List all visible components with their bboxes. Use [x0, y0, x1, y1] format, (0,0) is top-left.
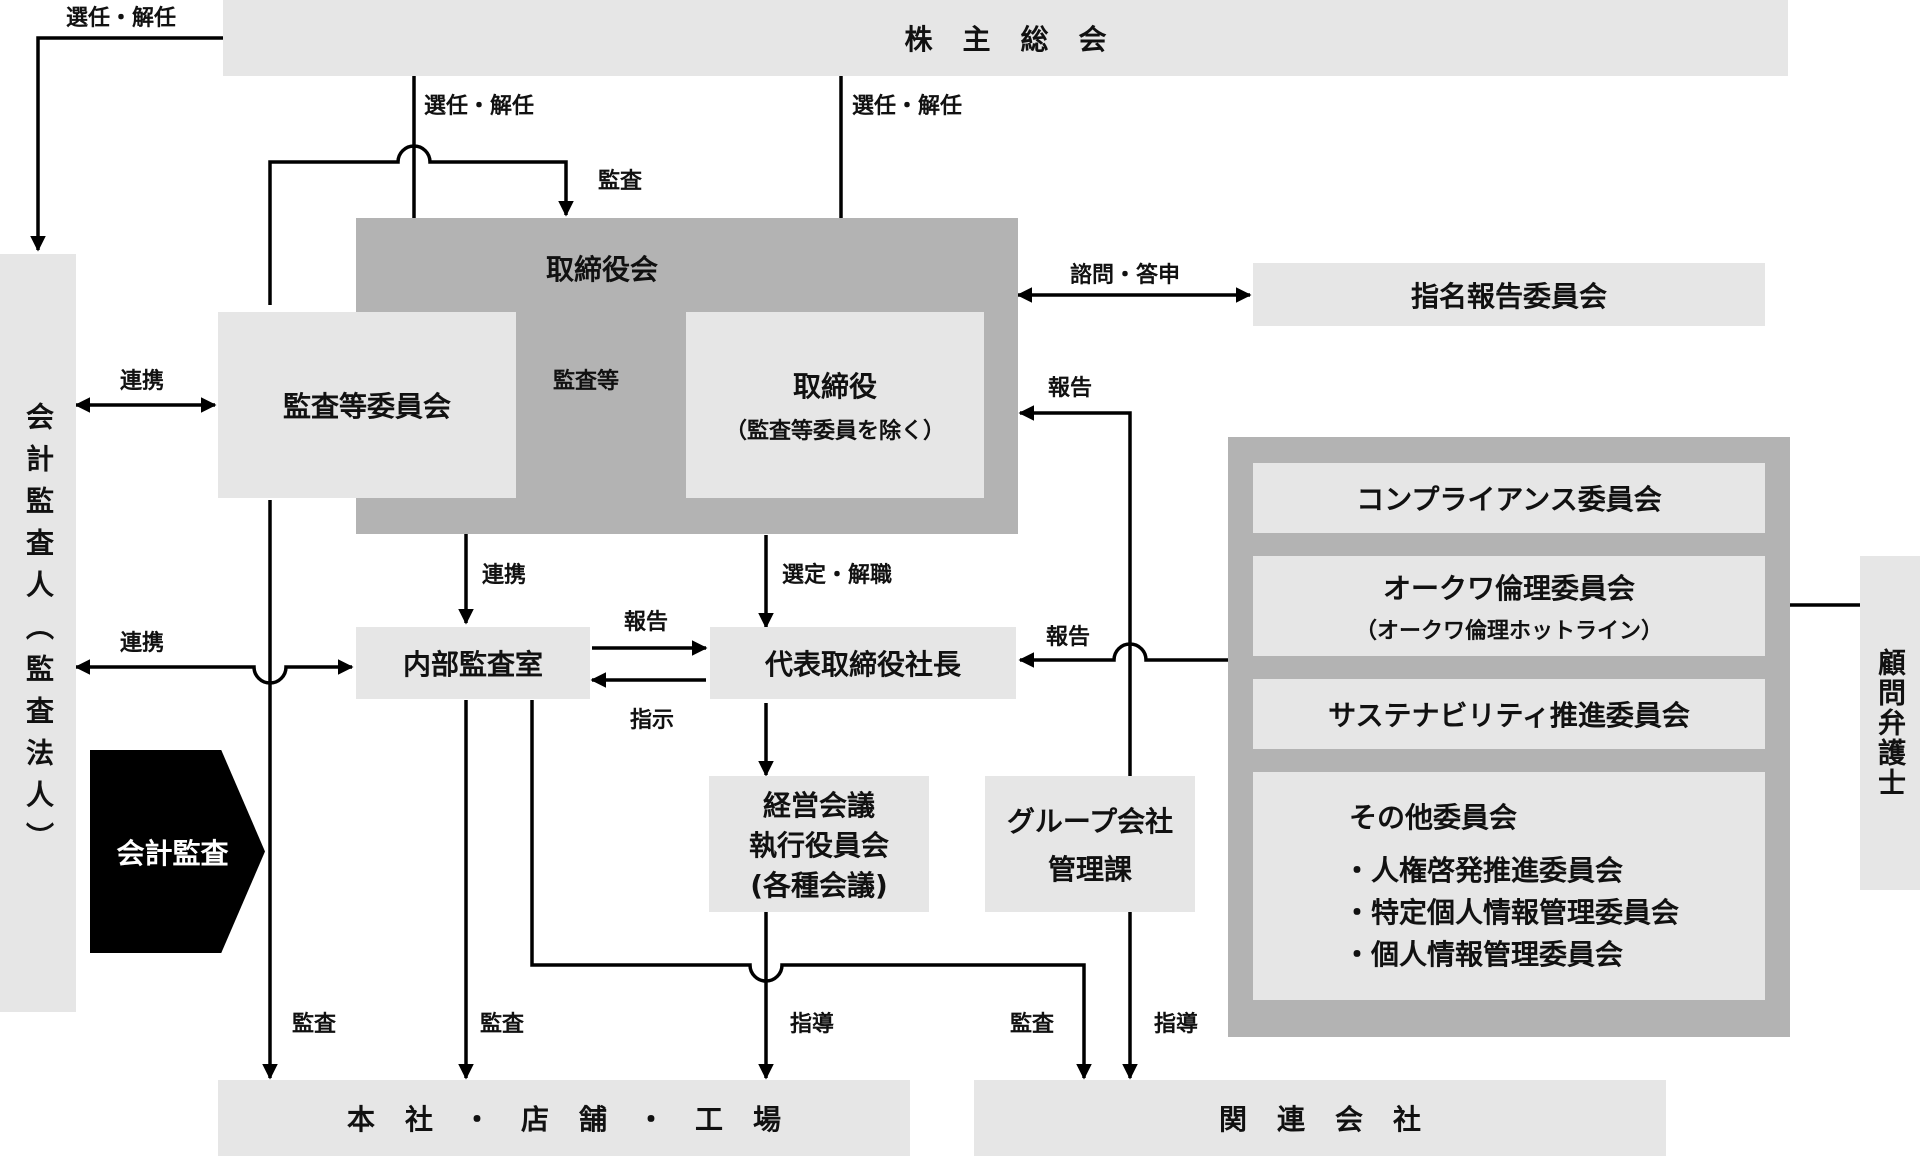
edge-label: 選任・解任	[424, 94, 535, 119]
nomination-committee-label: 指名報告委員会	[1410, 279, 1607, 313]
edge-label: 選任・解任	[66, 6, 177, 31]
edge-label: 諮問・答申	[1070, 263, 1181, 288]
sustainability-committee-label: サステナビリティ推進委員会	[1328, 699, 1690, 732]
group-management-line-2: 管理課	[1047, 853, 1132, 886]
affiliates-label: 関連会社	[1218, 1103, 1451, 1136]
other-committee-item: ・個人情報管理委員会	[1343, 938, 1624, 971]
edge-label: 指示	[630, 708, 675, 733]
edge-label: 監査	[292, 1012, 337, 1037]
internal-audit-box: 内部監査室	[356, 627, 590, 699]
accounting-audit-label: 会計監査	[116, 836, 229, 870]
internal-audit-label: 内部監査室	[402, 648, 543, 681]
ethics-hotline-label: （オークワ倫理ホットライン）	[1354, 619, 1663, 644]
edge-label: 監査等	[553, 369, 620, 394]
accounting-auditor-label: 会計監査人（監査法人）	[22, 402, 55, 864]
edge-label: 指導	[1154, 1012, 1199, 1037]
group-management-line-1: グループ会社	[1006, 805, 1174, 838]
management-meeting-line-1: 経営会議	[762, 789, 875, 822]
edge-label: 監査	[1010, 1012, 1055, 1037]
group-management-box: グループ会社 管理課	[985, 776, 1195, 912]
ethics-committee-box: オークワ倫理委員会 （オークワ倫理ホットライン）	[1253, 556, 1765, 656]
legal-counsel-label: 顧問弁護士	[1874, 648, 1907, 798]
edge-label: 監査	[480, 1012, 525, 1037]
compliance-committee-box: コンプライアンス委員会	[1253, 463, 1765, 533]
edge-label: 指導	[790, 1012, 835, 1037]
edge-label: 監査	[598, 169, 643, 194]
shareholders-meeting-label: 株主総会	[904, 23, 1137, 56]
management-meeting-line-3: (各種会議)	[750, 869, 888, 902]
edge-label: 報告	[624, 610, 669, 635]
audit-committee-box: 監査等委員会	[218, 312, 516, 498]
edge-label: 報告	[1046, 625, 1091, 650]
directors-label: 取締役	[792, 370, 877, 403]
compliance-committee-label: コンプライアンス委員会	[1356, 483, 1662, 516]
management-meeting-line-2: 執行役員会	[748, 829, 889, 862]
other-committee-item: ・特定個人情報管理委員会	[1343, 896, 1680, 929]
sustainability-committee-box: サステナビリティ推進委員会	[1253, 679, 1765, 749]
nomination-committee-box: 指名報告委員会	[1253, 263, 1765, 326]
other-committees-box: その他委員会 ・人権啓発推進委員会 ・特定個人情報管理委員会 ・個人情報管理委員…	[1253, 772, 1765, 1000]
affiliates-box: 関連会社	[974, 1080, 1666, 1156]
accounting-auditor-box: 会計監査人（監査法人）	[0, 254, 76, 1012]
head-office-label: 本社・店舗・工場	[346, 1103, 811, 1136]
edge-label: 報告	[1048, 376, 1093, 401]
other-committee-item: ・人権啓発推進委員会	[1343, 854, 1624, 887]
other-committees-label: その他委員会	[1349, 801, 1518, 834]
directors-box: 取締役 （監査等委員を除く）	[686, 312, 984, 498]
president-label: 代表取締役社長	[764, 648, 961, 681]
edge-label: 連携	[120, 631, 165, 656]
edge-label: 選任・解任	[852, 94, 963, 119]
edge-label: 連携	[120, 369, 165, 394]
board-of-directors-label: 取締役会	[546, 253, 659, 286]
management-meeting-box: 経営会議 執行役員会 (各種会議)	[709, 776, 929, 912]
head-office-box: 本社・店舗・工場	[218, 1080, 910, 1156]
legal-counsel-box: 顧問弁護士	[1860, 556, 1920, 890]
audit-committee-label: 監査等委員会	[282, 390, 451, 423]
directors-note: （監査等委員を除く）	[724, 419, 945, 444]
edge-label: 選定・解職	[782, 563, 893, 588]
ethics-committee-label: オークワ倫理委員会	[1382, 572, 1635, 605]
president-box: 代表取締役社長	[710, 627, 1016, 699]
shareholders-meeting-box: 株主総会	[223, 0, 1788, 76]
edge-label: 連携	[482, 563, 527, 588]
